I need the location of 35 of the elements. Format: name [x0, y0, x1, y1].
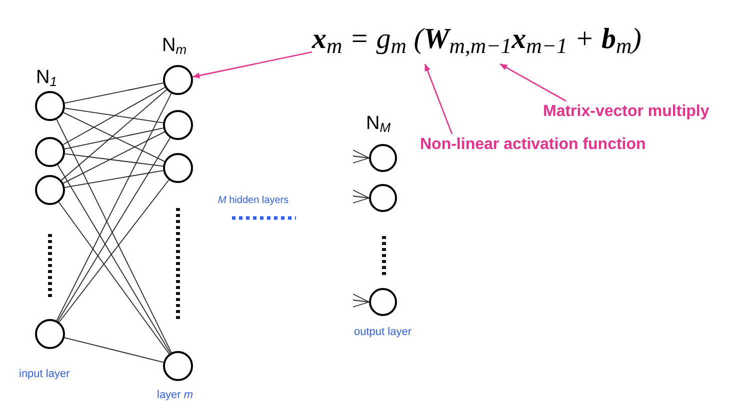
connection-line — [64, 128, 164, 150]
layer-size-label: N$_{M}$ — [366, 112, 391, 136]
layer-label: input layer — [19, 368, 70, 382]
connection-line — [62, 86, 166, 146]
arrow — [192, 51, 312, 78]
connection-line — [56, 92, 172, 322]
layer-size-label: N$_{1}$ — [36, 66, 57, 90]
layer-label: M hidden layers — [218, 195, 289, 208]
arrow — [424, 64, 453, 134]
input-line — [352, 302, 370, 308]
connection-line — [56, 119, 172, 353]
input-line — [352, 156, 370, 158]
connection-line — [64, 337, 164, 363]
annotation-label: Non-linear activation function — [420, 134, 690, 156]
connection-line — [64, 108, 164, 124]
layer-label: layer m — [157, 389, 194, 403]
connection-line — [64, 153, 164, 167]
input-line — [352, 300, 370, 302]
layer-size-label: N$_{m}$ — [162, 34, 187, 58]
input-line — [352, 158, 370, 164]
connection-line — [58, 202, 170, 354]
annotation-label: Matrix-vector multiply — [543, 101, 743, 123]
connection-line — [64, 170, 164, 188]
connection-line — [58, 179, 170, 323]
connection-line — [64, 82, 164, 104]
input-line — [352, 190, 370, 198]
input-line — [352, 196, 370, 198]
layer-label: output layer — [354, 326, 412, 340]
connection-line — [60, 89, 168, 181]
input-line — [352, 150, 370, 158]
connection-line — [63, 112, 165, 162]
input-line — [352, 294, 370, 302]
arrow — [500, 63, 566, 102]
input-line — [352, 198, 370, 204]
formula: x$_{m}$ = g$_{m}$ (W$_{m,m−1}$x$_{m−1}$ + b$_{m}$) — [312, 14, 732, 64]
